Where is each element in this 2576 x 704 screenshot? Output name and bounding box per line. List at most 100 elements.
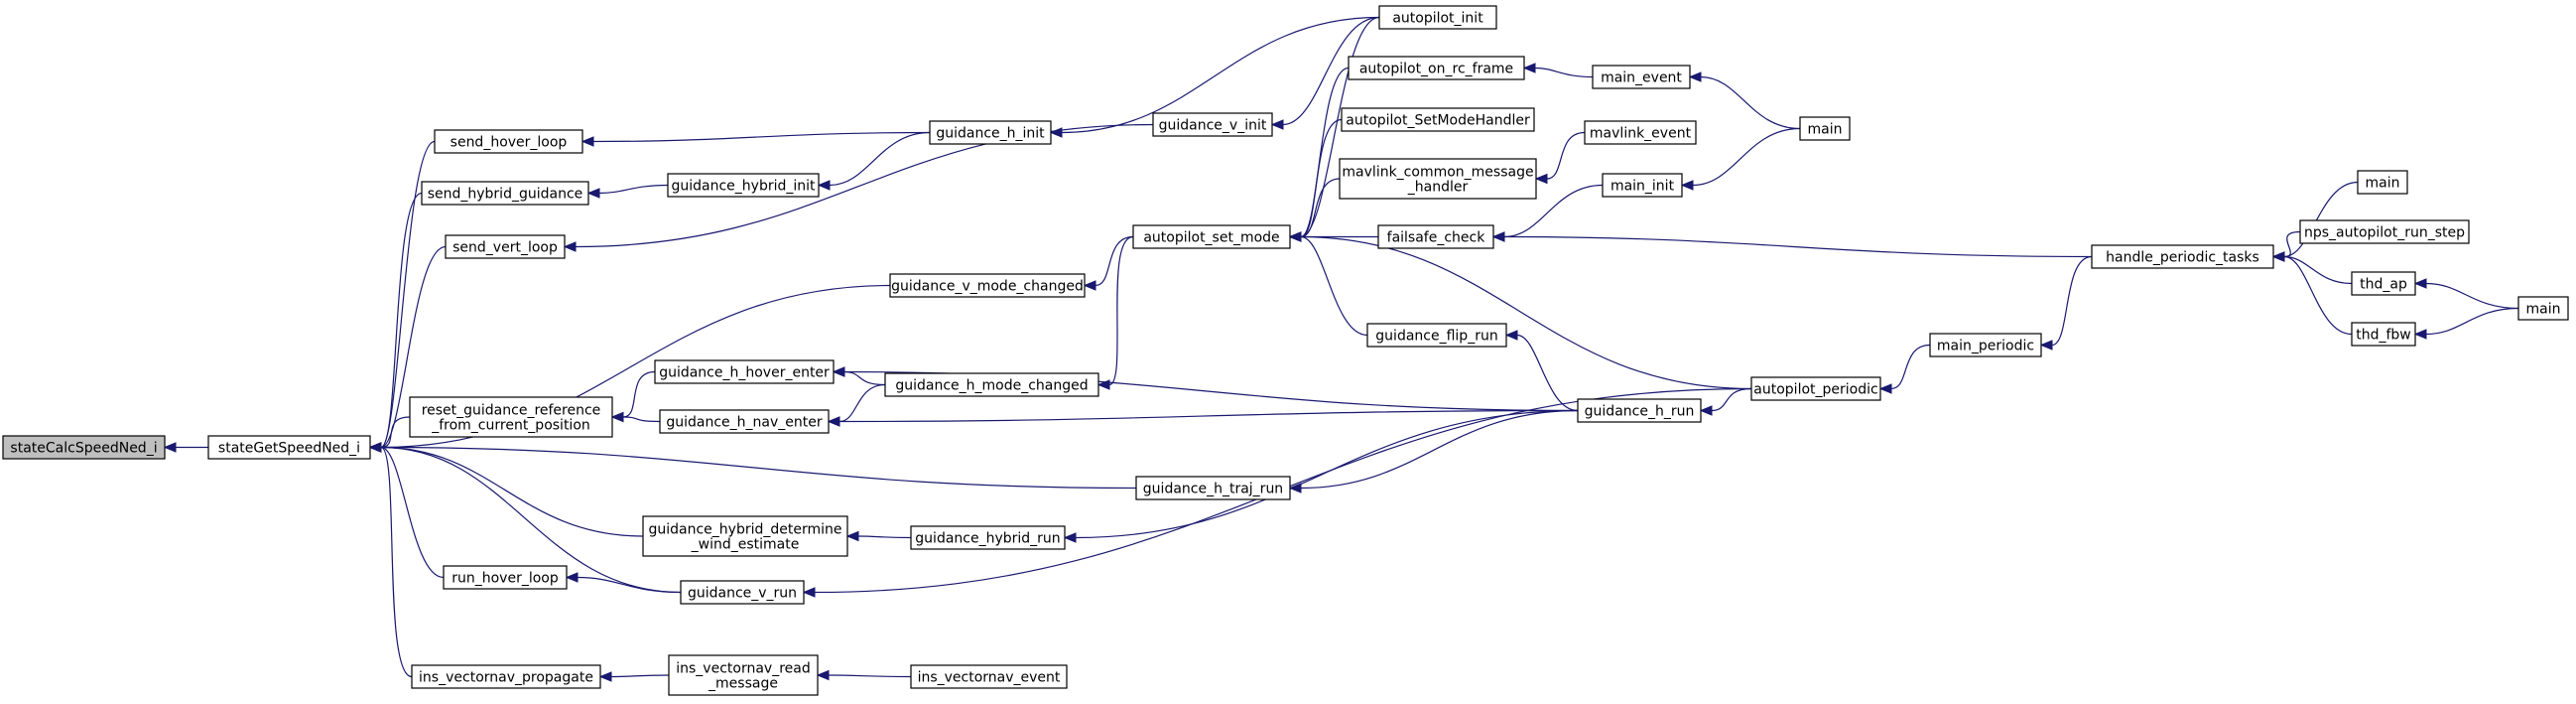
node-box [409,396,613,438]
edge-line [1890,344,1931,390]
node-guidance-flip-run[interactable]: guidance_flip_run [1366,323,1507,348]
node-failsafe-check[interactable]: failsafe_check [1377,224,1494,249]
edge-line [2425,282,2519,310]
arrowhead [163,442,177,453]
edge-autopilot-periodic-to-autopilot-set-mode [1288,231,1752,390]
node-box [411,664,601,689]
node-handle-periodic-tasks[interactable]: handle_periodic_tasks [2091,244,2274,269]
edge-line [598,184,669,195]
node-box [2299,219,2470,244]
arrowhead [2271,251,2285,262]
arrowhead [368,442,382,453]
node-main-init[interactable]: main_init [1602,173,1683,198]
node-box [1152,112,1273,137]
edge-guidance-v-run-to-run-hover-loop [565,572,682,594]
node-box [421,181,589,206]
node-main-1[interactable]: main [1799,116,1851,141]
node-ins-vectornav-propagate[interactable]: ins_vectornav_propagate [411,664,601,689]
node-box [2351,322,2416,347]
node-box [2517,296,2569,321]
node-guidance-h-nav-enter[interactable]: guidance_h_nav_enter [659,409,830,434]
node-guidance-h-hover-enter[interactable]: guidance_h_hover_enter [654,359,835,384]
node-box [1750,376,1881,401]
edge-autopilot-set-mode-to-guidance-h-mode-changed [1096,235,1134,390]
node-main-2[interactable]: main [2357,170,2408,195]
edge-guidance-h-traj-run-to-stategetspeedned-i [368,442,1137,490]
node-label: _from_current_position [431,418,590,434]
arrowhead [2413,278,2427,289]
node-box [889,273,1086,298]
node-label: mavlink_common_message [1342,165,1533,181]
node-guidance-v-run[interactable]: guidance_v_run [680,580,805,605]
node-label: stateCalcSpeedNed_i [10,441,157,457]
edge-line [1503,235,2093,258]
node-autopilot-set-mode[interactable]: autopilot_set_mode [1132,224,1291,249]
edge-main-1-to-main-init [1680,127,1801,191]
node-statecalcspeedned-i[interactable]: stateCalcSpeedNed_i [2,435,166,460]
node-box [1348,56,1525,80]
arrowhead [827,416,840,427]
node-label: ins_vectornav_read [676,661,810,677]
node-guidance-h-mode-changed[interactable]: guidance_h_mode_changed [884,372,1099,397]
edge-guidance-h-run-to-guidance-h-nav-enter [827,409,1579,427]
arrowhead [845,530,859,542]
edge-line [2051,255,2093,347]
node-ins-vectornav-event[interactable]: ins_vectornav_event [910,664,1068,689]
node-label: reset_guidance_reference [422,403,601,419]
node-autopilot-init[interactable]: autopilot_init [1378,5,1497,30]
node-box [1592,65,1691,89]
node-guidance-v-mode-changed[interactable]: guidance_v_mode_changed [889,273,1086,298]
edge-line [380,446,1137,490]
node-box [1341,107,1535,132]
edge-line [1546,131,1586,180]
node-run-hover-loop[interactable]: run_hover_loop [443,565,568,590]
arrowhead [1878,383,1892,394]
node-ins-vectornav-read-message[interactable]: ins_vectornav_read_message [668,654,819,696]
node-guidance-h-init[interactable]: guidance_h_init [929,120,1052,145]
node-send-hybrid-guidance[interactable]: send_hybrid_guidance [421,181,589,206]
node-label: _message [708,676,778,692]
node-guidance-hybrid-init[interactable]: guidance_hybrid_init [667,173,820,198]
node-autopilot-on-rc-frame[interactable]: autopilot_on_rc_frame [1348,56,1525,80]
node-label: stateGetSpeedNed_i [218,441,360,457]
node-label: handle_periodic_tasks [2106,250,2259,266]
node-main-event[interactable]: main_event [1592,65,1691,89]
node-stategetspeedned-i[interactable]: stateGetSpeedNed_i [207,435,371,460]
edge-line [622,416,661,423]
node-nps-autopilot-run-step[interactable]: nps_autopilot_run_step [2299,219,2470,244]
node-guidance-h-traj-run[interactable]: guidance_h_traj_run [1135,476,1291,500]
node-box [1377,224,1494,249]
edge-main-event-to-autopilot-on-rc-frame [1522,63,1594,78]
edge-line [857,535,912,539]
node-main-periodic[interactable]: main_periodic [1929,333,2042,357]
node-reset-guidance-reference-from-current-position[interactable]: reset_guidance_reference_from_current_po… [409,396,613,438]
node-autopilot-setmodehandler[interactable]: autopilot_SetModeHandler [1341,107,1535,132]
node-thd-fbw[interactable]: thd_fbw [2351,322,2416,347]
node-main-3[interactable]: main [2517,296,2569,321]
edge-line [1692,127,1801,187]
node-thd-ap[interactable]: thd_ap [2351,271,2416,296]
node-box [929,120,1052,145]
edge-line [838,383,886,423]
node-label: _wind_estimate [691,537,800,553]
node-box [680,580,805,605]
node-guidance-h-run[interactable]: guidance_h_run [1577,398,1702,423]
arrowhead [2413,329,2427,340]
node-autopilot-periodic[interactable]: autopilot_periodic [1750,376,1881,401]
node-send-vert-loop[interactable]: send_vert_loop [445,234,566,259]
node-mavlink-event[interactable]: mavlink_event [1584,120,1697,145]
node-label: autopilot_periodic [1753,382,1877,398]
node-guidance-v-init[interactable]: guidance_v_init [1152,112,1273,137]
node-guidance-hybrid-run[interactable]: guidance_hybrid_run [910,525,1066,550]
node-guidance-hybrid-determine-wind-estimate[interactable]: guidance_hybrid_determine_wind_estimate [642,515,848,557]
node-box [1584,120,1697,145]
node-box [1929,333,2042,357]
edge-run-hover-loop-to-stategetspeedned-i [368,442,445,579]
edge-main-3-to-thd-ap [2413,278,2519,310]
node-label: guidance_h_init [936,126,1045,142]
node-send-hover-loop[interactable]: send_hover_loop [434,129,583,154]
edge-line [1300,235,1752,390]
node-label: guidance_hybrid_determine [648,522,841,538]
node-mavlink-common-message-handler[interactable]: mavlink_common_message_handler [1339,158,1537,200]
